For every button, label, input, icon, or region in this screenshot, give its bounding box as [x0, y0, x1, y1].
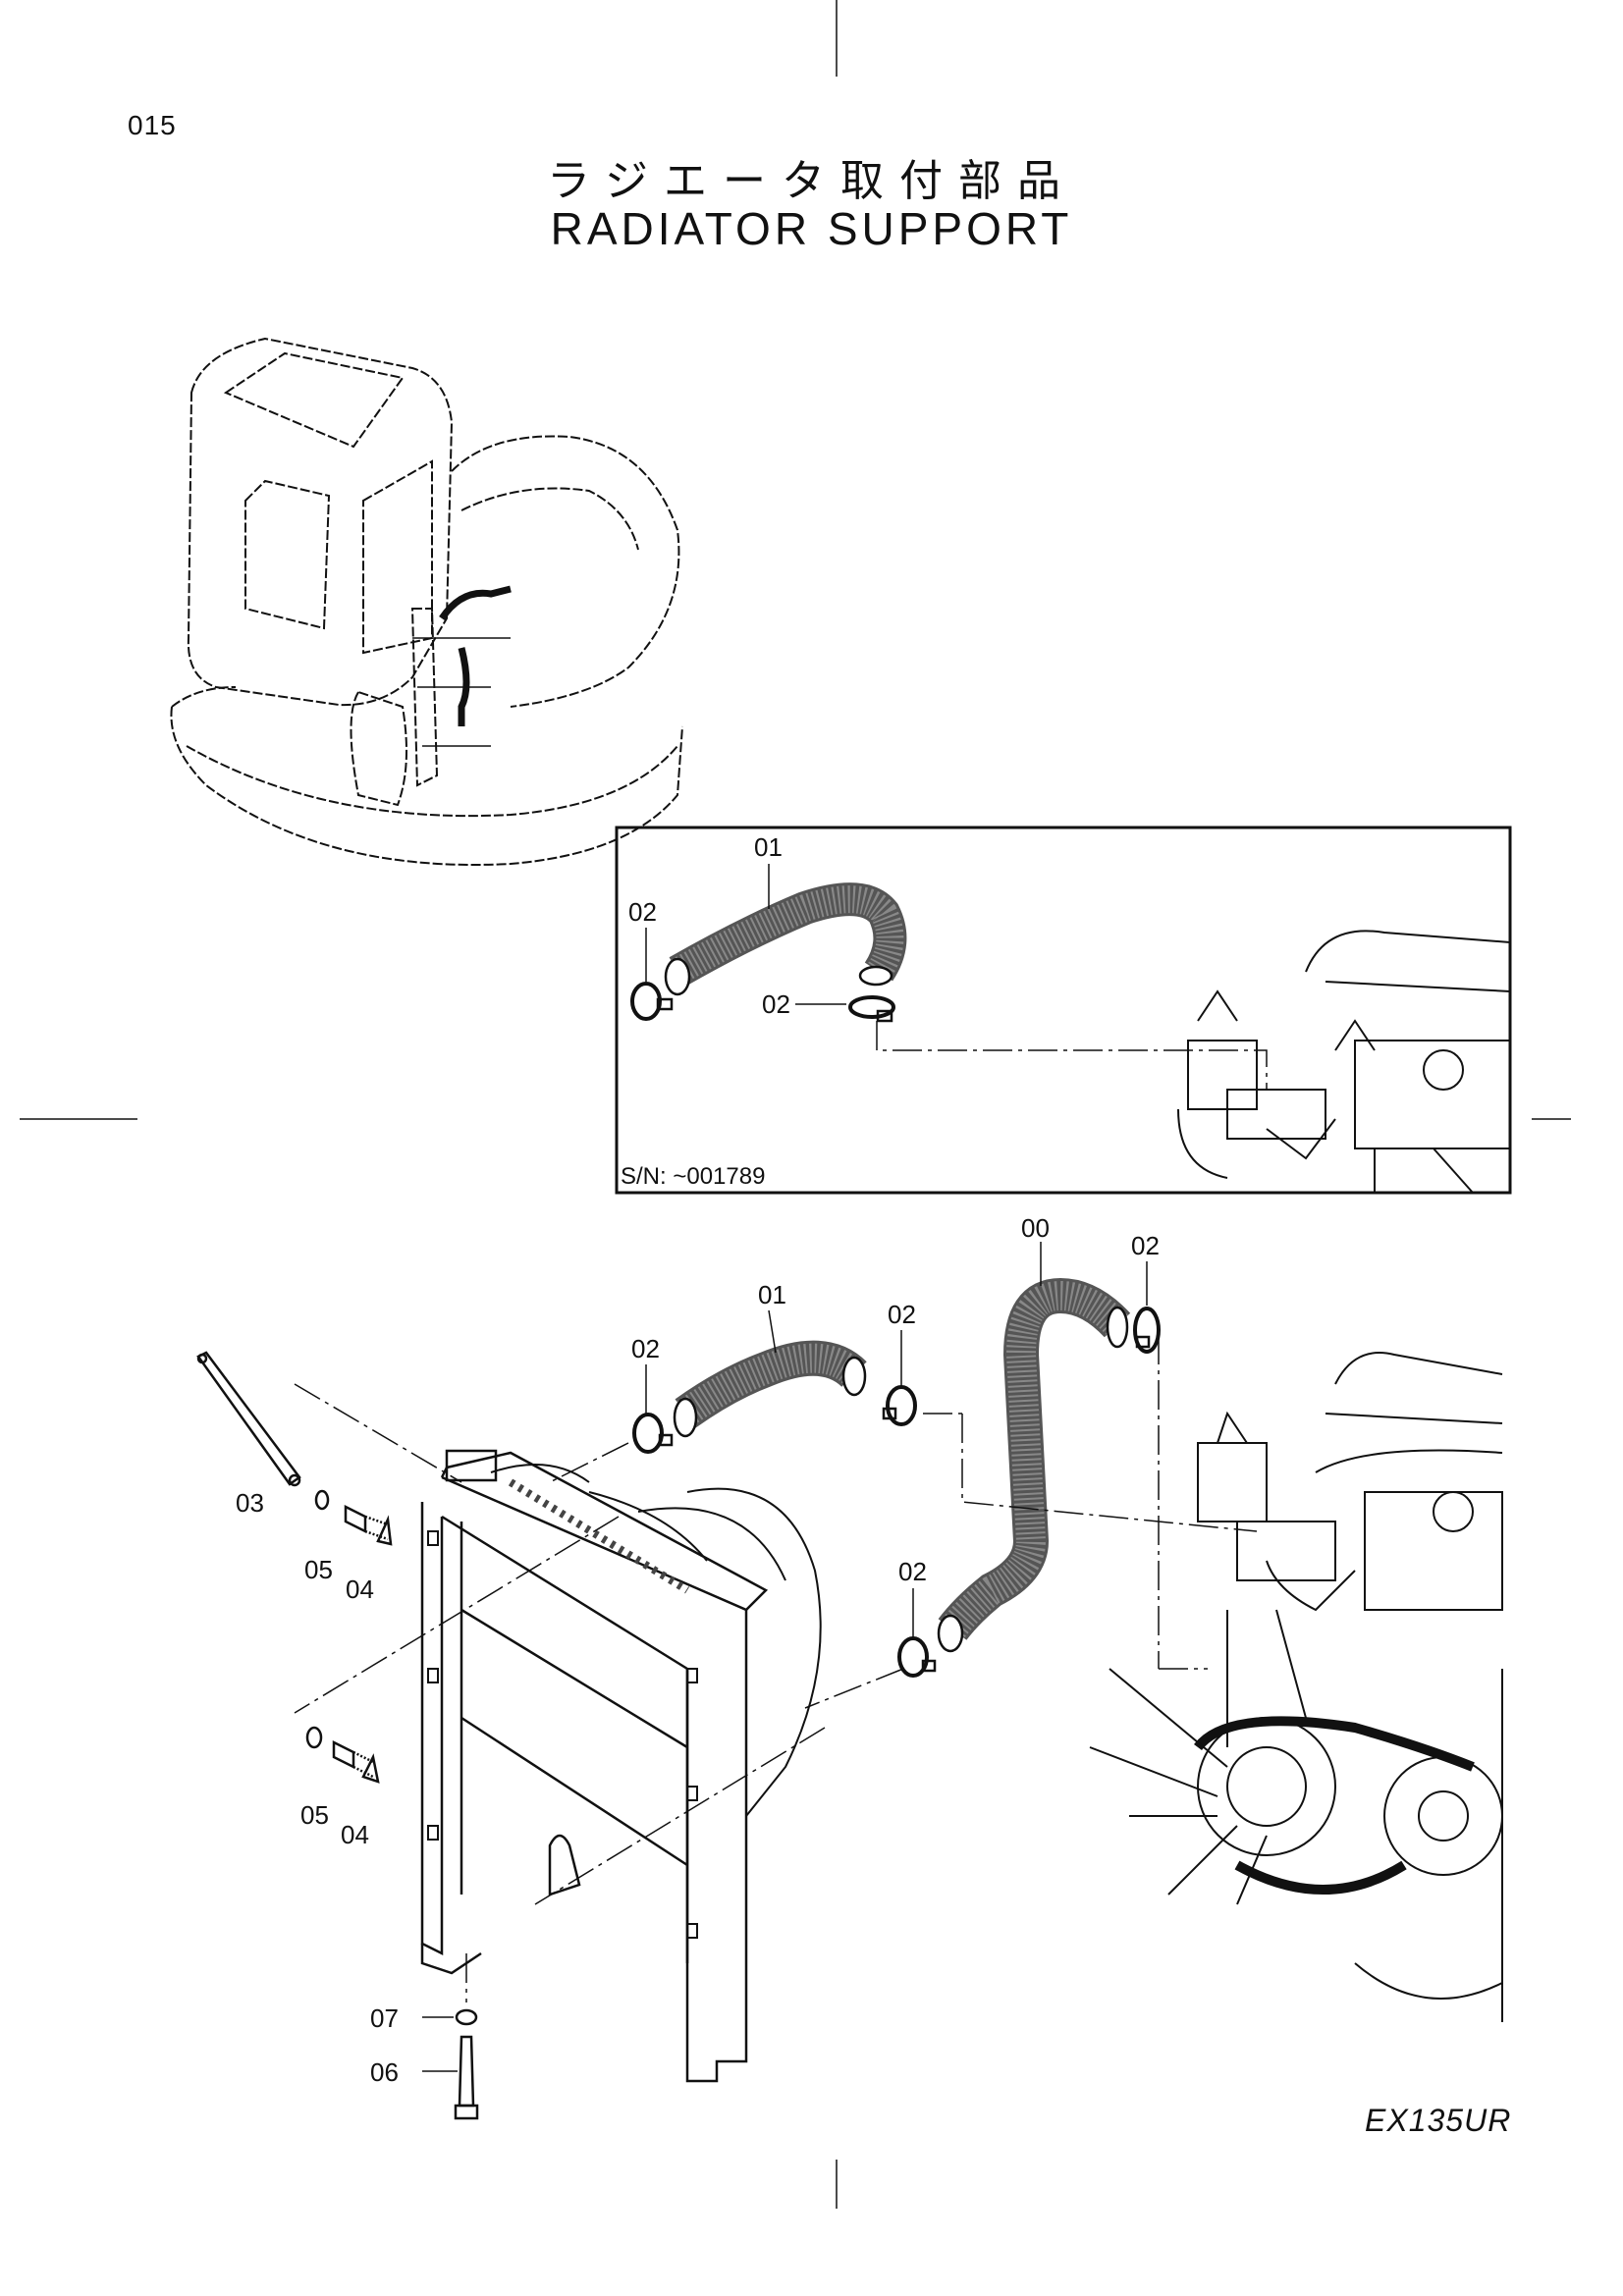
machine-hose-highlight: [412, 585, 512, 747]
model-number: EX135UR: [1365, 2103, 1512, 2138]
page-title-english: RADIATOR SUPPORT: [550, 203, 1073, 254]
callout-clamp-top: 02: [1131, 1231, 1160, 1260]
callout-labels: 01 02 02 S/N: ~001789 01 00 02 02 02 02 …: [236, 832, 1160, 2087]
callout-bolt-lower: 04: [341, 1820, 369, 1849]
page-number: 015: [128, 110, 177, 140]
callout-clamp-mid: 02: [888, 1300, 916, 1329]
callout-clamp-left: 02: [631, 1334, 660, 1363]
inset-serial-note: S/N: ~001789: [621, 1163, 765, 1190]
callout-leaders: [422, 1242, 1148, 2072]
engine-illustration: [1089, 1352, 1503, 2022]
callout-washer-bottom: 07: [370, 2003, 399, 2033]
registration-marks: [20, 0, 1571, 2209]
callout-washer-lower: 05: [300, 1800, 329, 1830]
assembly-center-lines: [294, 1335, 1258, 2002]
radiator-clips: [427, 1530, 698, 1939]
hose-lower: [937, 1277, 1131, 1653]
radiator: [420, 1449, 822, 2083]
machine-overview-illustration: [170, 337, 683, 866]
hose-clamps: [632, 1307, 1161, 1678]
callout-bolt-bottom: 06: [370, 2057, 399, 2087]
callout-bolt-upper: 04: [346, 1575, 374, 1604]
inset-callout-clamp-right: 02: [762, 989, 790, 1019]
inset-callout-hose: 01: [754, 832, 783, 862]
bolt-and-washer-sets: [305, 1489, 479, 2120]
callout-hose-lower: 00: [1021, 1213, 1050, 1243]
callout-hose-upper: 01: [758, 1280, 786, 1309]
callout-stay: 03: [236, 1488, 264, 1518]
inset-detail-box: [615, 826, 1512, 1195]
callout-washer-upper: 05: [304, 1555, 333, 1584]
stay-bar: [196, 1351, 301, 1487]
page-title-japanese: ラジエータ取付部品: [546, 156, 1077, 206]
inset-callout-clamp-left: 02: [628, 897, 657, 927]
callout-clamp-bottom: 02: [898, 1557, 927, 1586]
hose-upper: [673, 1340, 867, 1438]
